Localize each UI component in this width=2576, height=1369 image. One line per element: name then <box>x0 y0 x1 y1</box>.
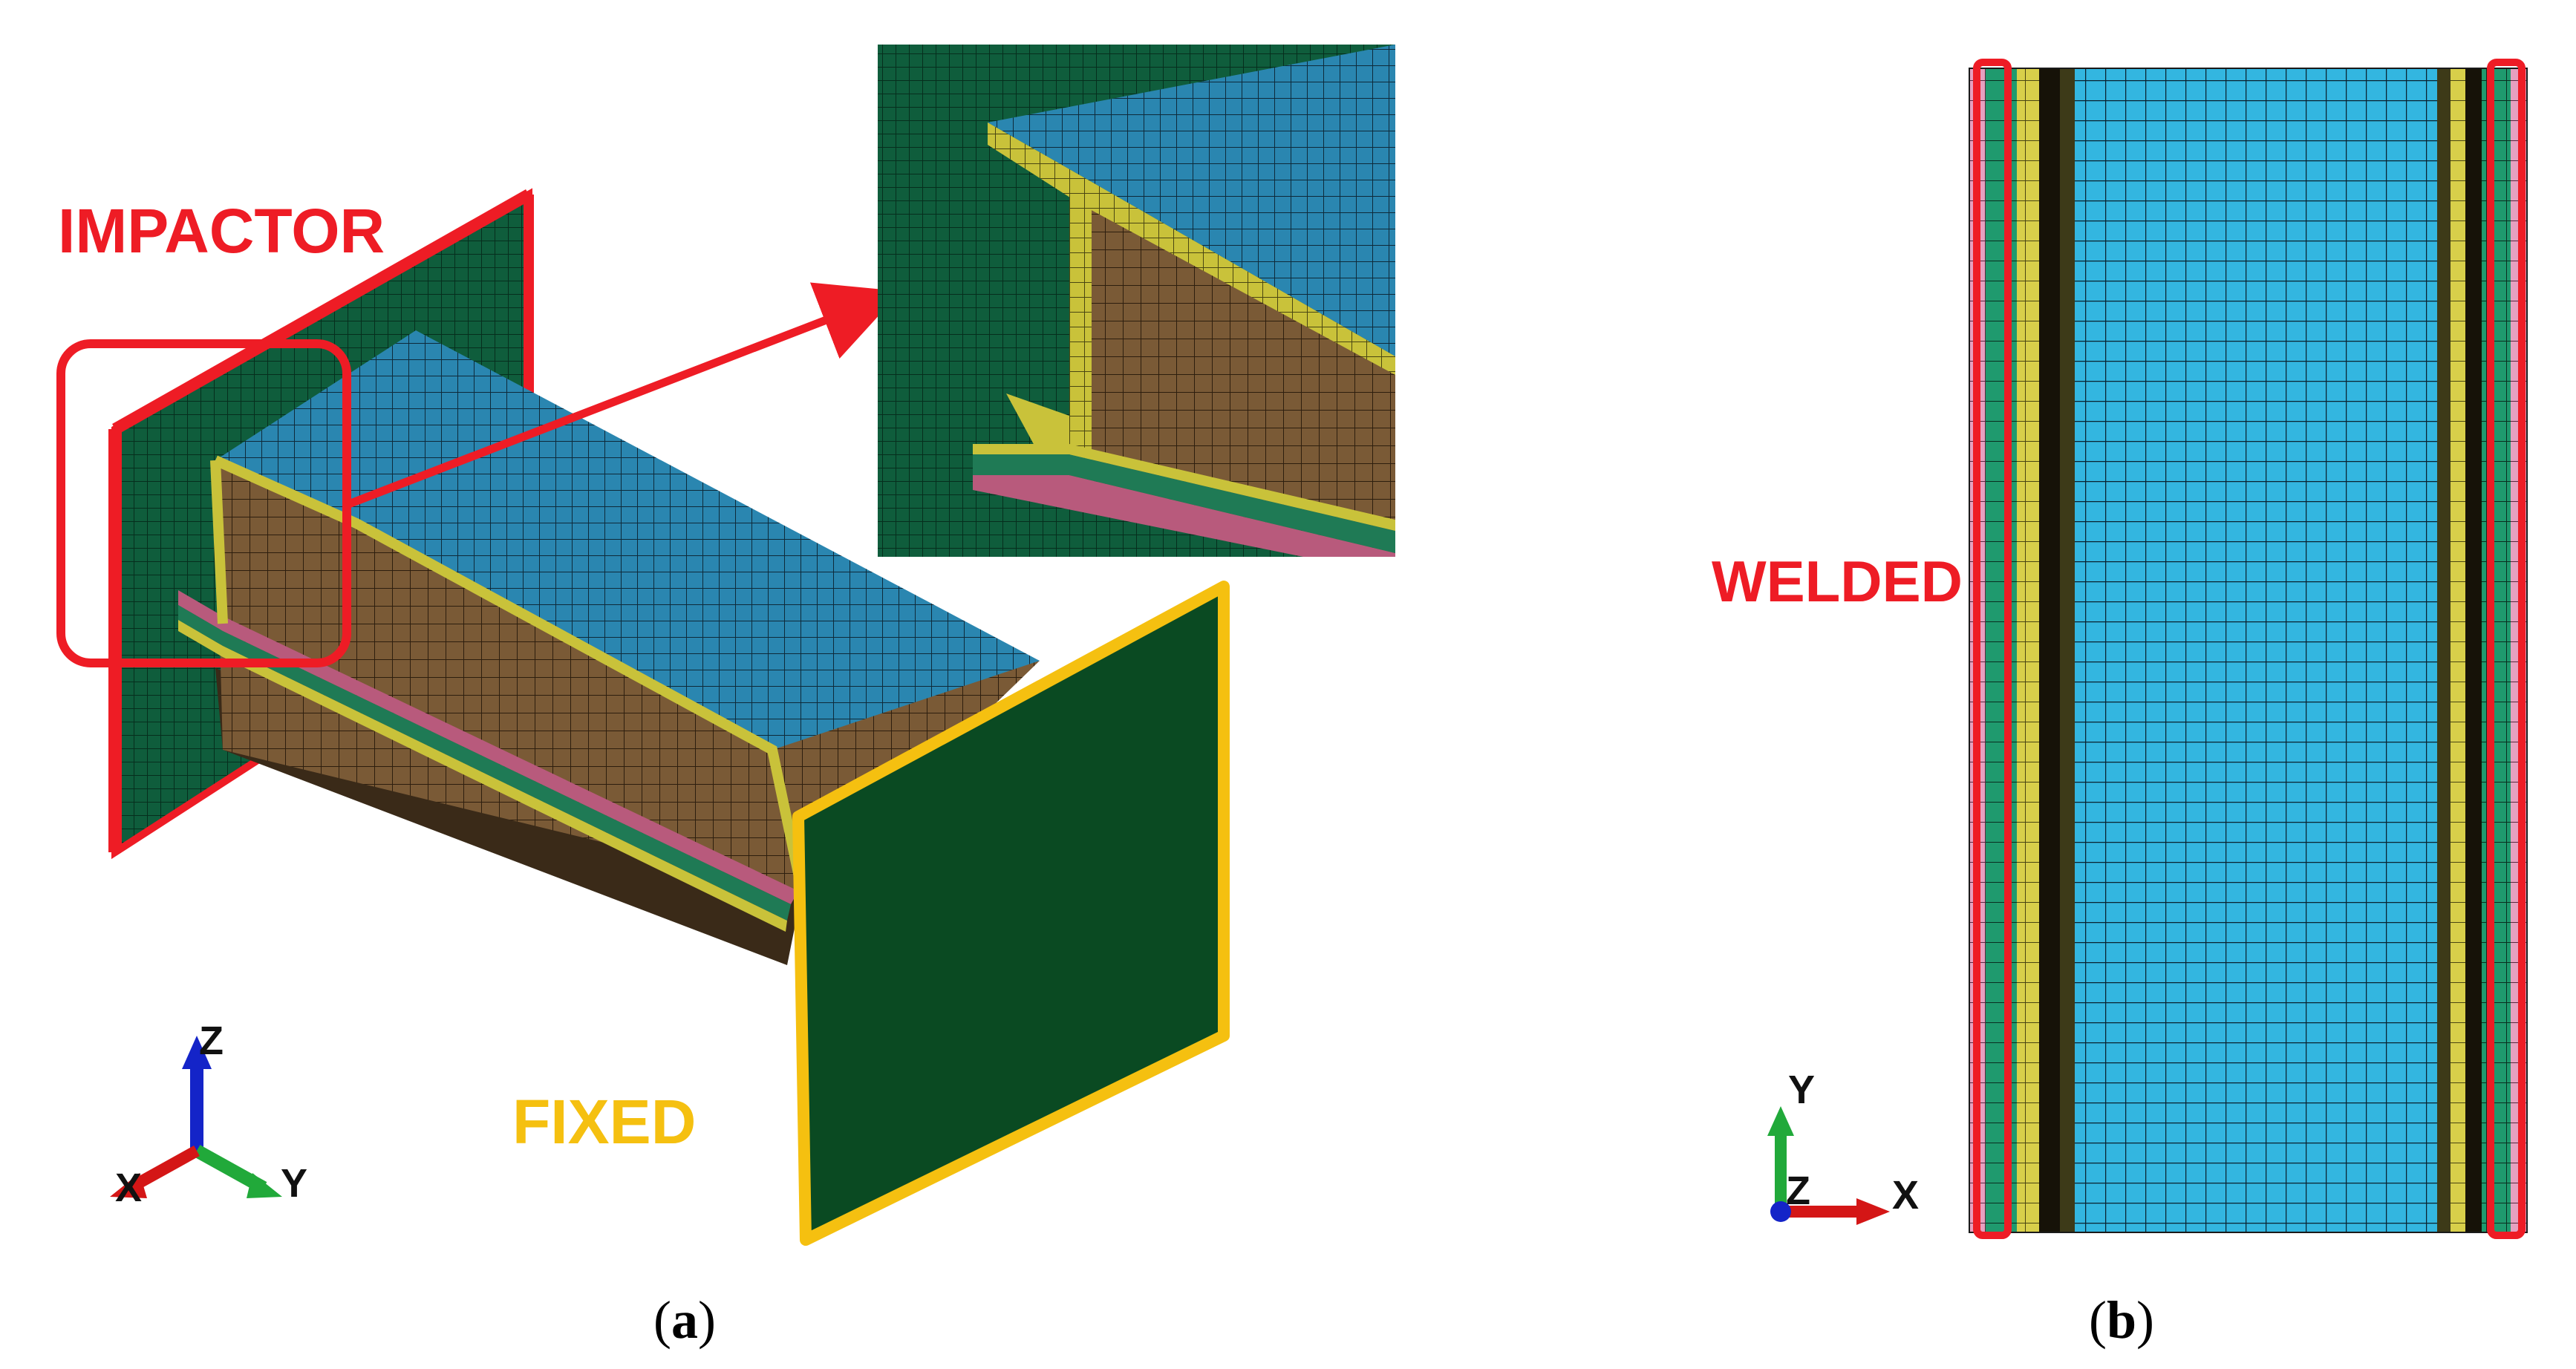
fixed-plate <box>798 587 1224 1240</box>
flange-strip-yellow <box>178 620 787 932</box>
z-axis-dot-b <box>1770 1201 1791 1222</box>
caption-b: (b) <box>2089 1290 2154 1350</box>
inset-strip-pink <box>973 475 1395 557</box>
y-axis-letter-b: Y <box>1788 1068 1815 1112</box>
flange-strip-pink <box>178 590 798 904</box>
y-axis-arrowhead-b <box>1767 1106 1794 1136</box>
weld-line-left <box>1973 59 2012 1239</box>
y-axis-letter: Y <box>281 1161 307 1206</box>
x-axis-arrowhead <box>110 1173 147 1198</box>
inset-top-face <box>988 45 1395 356</box>
caption-a-letter: a <box>671 1290 698 1350</box>
green-flange-right <box>2479 68 2511 1232</box>
z-axis-letter: Z <box>199 1019 224 1063</box>
caption-a-close: ) <box>698 1290 716 1350</box>
z-axis-letter-b: Z <box>1786 1169 1810 1213</box>
panel-a: IMPACTOR FIXED Z X Y (a) <box>56 45 1395 1350</box>
dark-strip-left <box>2039 68 2060 1232</box>
caption-b-open: ( <box>2089 1290 2107 1350</box>
axis-triad-b: Y Z X <box>1767 1068 1919 1225</box>
top-face-mesh <box>2075 68 2437 1232</box>
yellow-strip-left <box>2017 68 2039 1232</box>
crash-box-fillet-edge <box>213 455 807 892</box>
weld-line-right <box>2487 59 2526 1239</box>
inset-strip-yellow <box>973 444 1395 531</box>
panel-b: WELDED Y Z X (b) <box>1712 59 2528 1350</box>
yellow-strip-right <box>2451 68 2465 1232</box>
y-axis-arrowhead <box>247 1173 282 1198</box>
inset-strip-green <box>973 454 1395 553</box>
fixed-label: FIXED <box>512 1087 696 1157</box>
dark-strip-right <box>2465 68 2482 1232</box>
impactor-edge-top <box>112 189 532 434</box>
crash-box-top <box>215 330 1040 750</box>
welded-label: WELDED <box>1712 549 1963 614</box>
flange-strip-green <box>178 605 791 921</box>
axis-triad-a: Z X Y <box>110 1019 307 1210</box>
impactor-label: IMPACTOR <box>58 196 385 266</box>
weld-zone-frame <box>1969 68 2528 1233</box>
fixed-plate-outline <box>792 581 1230 1246</box>
inset-fillet-vertical <box>1069 186 1092 475</box>
zoom-pointer-arrow <box>345 282 901 509</box>
x-axis-letter: X <box>115 1166 142 1210</box>
zoom-inset <box>878 45 1395 557</box>
green-flange-left <box>1986 68 2017 1232</box>
olive-strip-left <box>2060 68 2075 1232</box>
olive-strip-right <box>2437 68 2451 1232</box>
crash-box-fillet-edge-left <box>210 460 228 624</box>
caption-a-open: ( <box>653 1290 671 1350</box>
x-axis-letter-b: X <box>1892 1173 1919 1218</box>
z-axis-arrowhead <box>182 1036 212 1069</box>
x-axis-arrowhead-b <box>1856 1198 1890 1225</box>
caption-b-letter: b <box>2107 1290 2136 1350</box>
caption-b-close: ) <box>2136 1290 2154 1350</box>
caption-a: (a) <box>653 1290 716 1350</box>
